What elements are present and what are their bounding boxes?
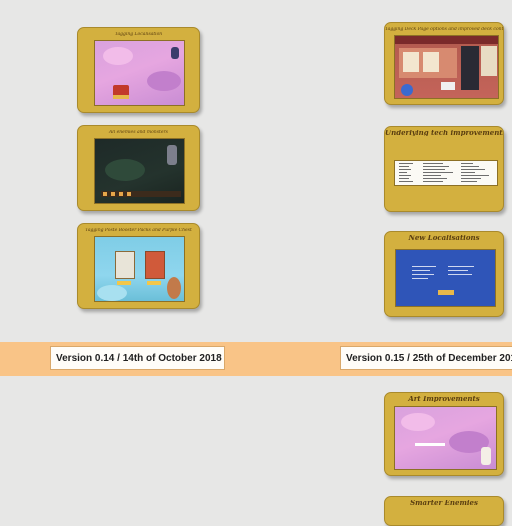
- screenshot-thumbnail: [394, 160, 498, 186]
- version-label-0-15: Version 0.15 / 25th of December 201: [340, 346, 512, 370]
- screenshot-thumbnail: [94, 138, 185, 204]
- card-title: Smarter Enemies: [410, 500, 478, 506]
- card-title: New Localisations: [408, 235, 480, 241]
- screenshot-thumbnail: [94, 236, 185, 302]
- card-title: Tagging Localisation: [114, 32, 163, 37]
- feature-card-tech-improvements[interactable]: Underlying tech improvements: [384, 126, 504, 212]
- card-title: Tagging Poste Booster Packs and Purple C…: [85, 228, 192, 233]
- feature-card-smarter-enemies[interactable]: Smarter Enemies: [384, 496, 504, 526]
- card-title: All enemies and monsters: [109, 130, 168, 135]
- card-title: Tagging Deck Page options and improved d…: [385, 27, 503, 32]
- screenshot-thumbnail: [394, 35, 499, 99]
- version-label-0-14: Version 0.14 / 14th of October 2018: [50, 346, 225, 370]
- feature-card-deck-options[interactable]: Tagging Deck Page options and improved d…: [384, 22, 504, 105]
- feature-card-new-localisations[interactable]: New Localisations: [384, 231, 504, 317]
- screenshot-thumbnail: [94, 40, 185, 106]
- screenshot-thumbnail: [395, 249, 496, 307]
- feature-card-booster-packs[interactable]: Tagging Poste Booster Packs and Purple C…: [77, 223, 200, 309]
- card-title: Underlying tech improvements: [385, 130, 503, 136]
- screenshot-thumbnail: [394, 406, 497, 470]
- feature-card-art-improvements[interactable]: Art Improvements: [384, 392, 504, 476]
- card-title: Art Improvements: [408, 396, 480, 402]
- feature-card-localisation[interactable]: Tagging Localisation: [77, 27, 200, 113]
- feature-card-enemies[interactable]: All enemies and monsters: [77, 125, 200, 211]
